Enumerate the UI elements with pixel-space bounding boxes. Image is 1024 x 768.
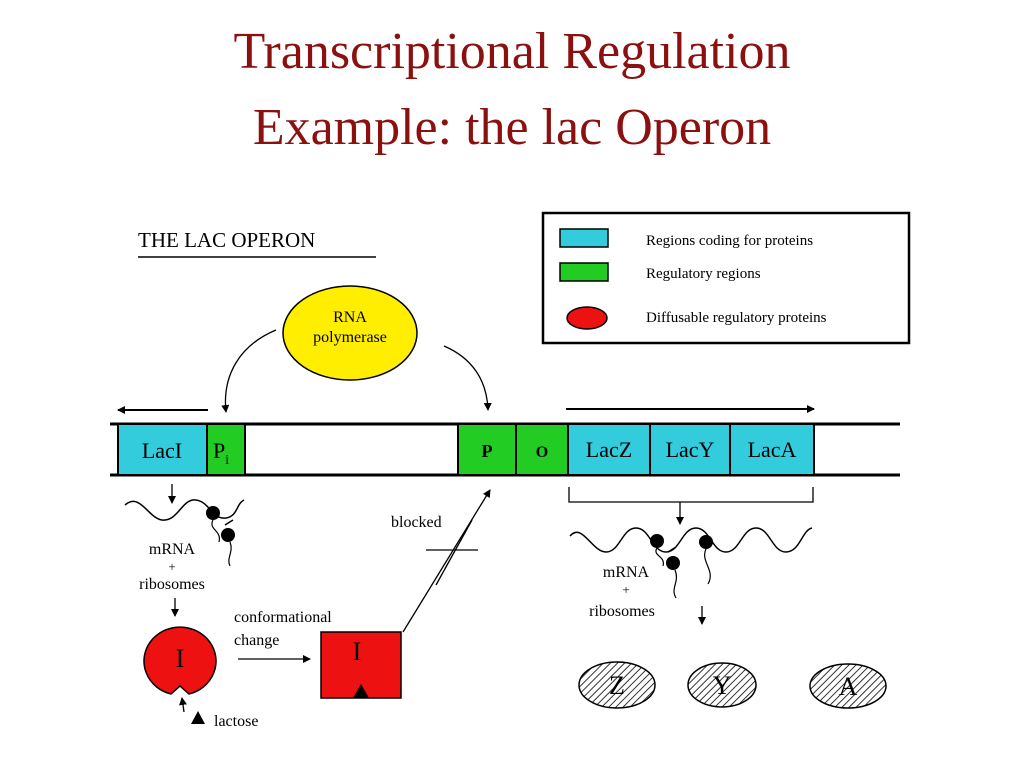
promoter-pi-label: Pi [213, 438, 229, 468]
bound-lactose-triangle [353, 684, 369, 698]
rna-polymerase: RNA polymerase [282, 285, 418, 381]
dna-strand: LacI Pi P O LacZ LacY LacA [110, 422, 900, 477]
left-plus-label: + [168, 559, 175, 574]
right-ribosomes-label: ribosomes [589, 603, 655, 620]
enzyme-y-label: Y [713, 671, 732, 700]
laci-ribosomes [206, 506, 235, 567]
legend-swatch-coding [559, 228, 609, 248]
enzyme-a-label: A [839, 672, 858, 701]
inactive-repressor: I [320, 631, 402, 699]
repressor-shape [143, 626, 217, 695]
slide-title-line1: Transcriptional Regulation [233, 23, 791, 80]
inactive-repressor-label: I [353, 637, 362, 666]
operator-o [515, 423, 569, 476]
blocked-arrow [402, 489, 491, 633]
rna-polymerase-label-line1: RNA [333, 309, 367, 326]
promoter-p-label: P [482, 441, 493, 461]
gene-lacz [567, 423, 651, 476]
enzyme-a: A [809, 663, 887, 709]
gene-laca [729, 423, 815, 476]
gene-laci-label: LacI [142, 438, 182, 463]
ribosome-3 [650, 534, 664, 548]
right-mrna-label: mRNA [603, 564, 650, 581]
peptide-chain-2 [228, 541, 232, 567]
blocked-bar-slash [435, 519, 473, 586]
ribosome-tick [224, 519, 234, 526]
ribosome-4 [666, 556, 680, 570]
legend-label-regulatory: Regulatory regions [646, 266, 761, 282]
ribosome-5 [699, 535, 713, 549]
promoter-p [457, 423, 517, 476]
rna-polymerase-label-line2: polymerase [313, 329, 387, 346]
enzyme-y-shape [687, 662, 757, 708]
lactose-arrow [179, 697, 187, 713]
legend: Regions coding for proteins Regulatory r… [541, 211, 911, 345]
enzyme-z-label: Z [609, 671, 625, 700]
gene-laca-label: LacA [748, 437, 797, 462]
slide-title-line2: Example: the lac Operon [252, 99, 772, 156]
enzyme-y: Y [687, 662, 757, 708]
gene-laci [117, 423, 208, 476]
peptide-chain-4 [673, 569, 678, 599]
operon-mrna-strand [569, 527, 813, 553]
legend-swatch-diffusable [566, 306, 608, 330]
right-plus-label: + [622, 582, 629, 597]
operon-bracket [568, 487, 814, 503]
ribosome-1 [206, 506, 220, 520]
ribosome-tick-2 [667, 546, 677, 553]
laci-mrna-strand [124, 499, 245, 521]
operon-ribosomes [650, 534, 713, 599]
peptide-chain-5 [704, 548, 711, 585]
rna-polymerase-ellipse [282, 285, 418, 381]
peptide-chain-3 [655, 547, 664, 567]
operator-o-label: O [536, 444, 548, 461]
blocked-label: blocked [391, 514, 442, 531]
conformational-label-line2: change [234, 632, 279, 649]
polymerase-arrow-left [221, 329, 277, 413]
legend-label-coding: Regions coding for proteins [646, 233, 813, 249]
legend-label-diffusable: Diffusable regulatory proteins [646, 310, 827, 326]
conformational-label-line1: conformational [234, 609, 332, 626]
ribosome-2 [221, 528, 235, 542]
lactose-triangle [191, 711, 205, 724]
enzyme-a-shape [809, 663, 887, 709]
left-mrna-label: mRNA [149, 541, 196, 558]
legend-swatch-regulatory [559, 262, 609, 282]
enzyme-z-shape [578, 661, 656, 709]
gene-lacy-label: LacY [666, 437, 715, 462]
active-repressor: I [143, 626, 217, 695]
diagram-heading: THE LAC OPERON [138, 228, 315, 252]
gene-lacz-label: LacZ [586, 437, 632, 462]
peptide-chain-1 [211, 519, 220, 543]
promoter-pi [206, 423, 246, 476]
enzyme-z: Z [578, 661, 656, 709]
repressor-label: I [176, 644, 185, 673]
lactose-label: lactose [214, 713, 258, 730]
left-ribosomes-label: ribosomes [139, 576, 205, 593]
polymerase-arrow-right [443, 345, 492, 411]
